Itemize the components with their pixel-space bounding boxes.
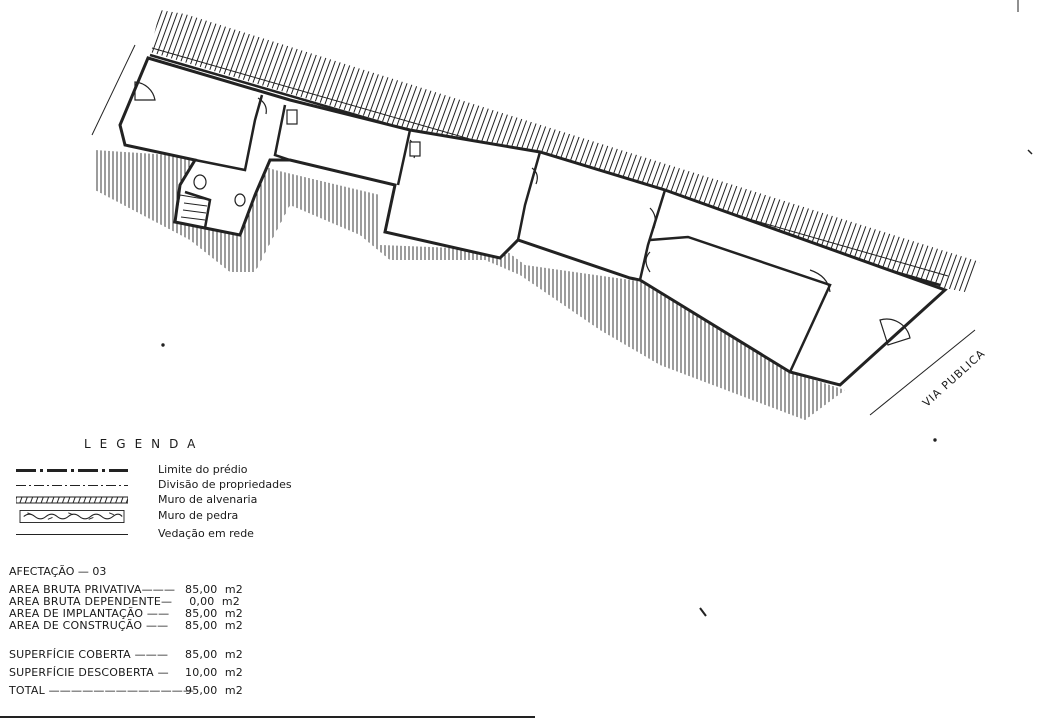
scan-marks <box>161 0 1033 617</box>
surface-label: SUPERFÍCIE DESCOBERTA — <box>9 666 169 679</box>
affectation-label: AFECTAÇÃO — 03 <box>9 565 107 578</box>
legend-item-property-division: Divisão de propriedades <box>12 478 312 494</box>
heavy-dash-swatch <box>16 469 128 472</box>
dimension-lines <box>91 44 976 416</box>
area-value: 85,00 m2 <box>185 619 243 632</box>
thin-line-swatch <box>16 534 128 535</box>
area-label: AREA BRUTA DEPENDENTE— <box>9 595 173 608</box>
column-markers <box>286 109 421 157</box>
surface-label: SUPERFÍCIE COBERTA ——— <box>9 648 169 661</box>
bottom-border <box>0 716 535 718</box>
door-swings <box>134 81 911 346</box>
stone-swatch <box>19 510 125 523</box>
legend-title: LEGENDA <box>84 437 205 451</box>
legend-item-fence: Vedação em rede <box>12 527 312 543</box>
area-label: AREA DE IMPLANTAÇÃO —— <box>9 607 170 620</box>
dash-dot-swatch <box>16 485 128 486</box>
hatch-swatch <box>16 496 128 504</box>
area-label: AREA DE CONSTRUÇÃO —— <box>9 619 169 632</box>
total-label: TOTAL ————————————— <box>9 684 195 697</box>
surface-value: 85,00 m2 <box>185 648 243 661</box>
area-value: 0,00 m2 <box>189 595 240 608</box>
legend-label: Muro de alvenaria <box>158 493 258 506</box>
staircase <box>174 194 211 229</box>
legend-label: Vedação em rede <box>158 527 254 540</box>
area-label: AREA BRUTA PRIVATIVA——— <box>9 583 176 596</box>
south-wall-hatch <box>95 150 845 420</box>
legend-item-building-limit: Limite do prédio <box>12 463 312 479</box>
legend-label: Divisão de propriedades <box>158 478 292 491</box>
legend-item-stone-wall: Muro de pedra <box>12 509 312 525</box>
total-value: 95,00 m2 <box>185 684 243 697</box>
legend-item-masonry-wall: Muro de alvenaria <box>12 493 312 509</box>
building-outline <box>118 56 948 387</box>
area-value: 85,00 m2 <box>185 583 243 596</box>
legend-label: Limite do prédio <box>158 463 248 476</box>
area-value: 85,00 m2 <box>185 607 243 620</box>
surface-value: 10,00 m2 <box>185 666 243 679</box>
legend-label: Muro de pedra <box>158 509 239 522</box>
